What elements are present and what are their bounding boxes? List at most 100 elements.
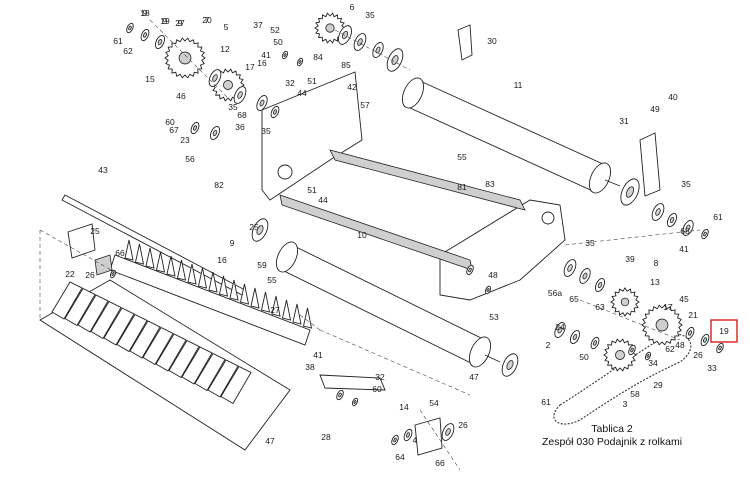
sprocket-hub xyxy=(325,23,335,33)
part-callout: 35 xyxy=(365,10,375,20)
bearing-bore xyxy=(703,337,707,343)
part-callout: 4 xyxy=(413,435,418,445)
frame-assembly xyxy=(261,71,566,301)
part-callout: 36 xyxy=(235,122,245,132)
stripper-plate xyxy=(77,294,109,333)
stripper-plates xyxy=(39,279,291,451)
frame-bearing-hole-right xyxy=(541,211,555,225)
bearings-and-washers xyxy=(96,22,724,446)
bearing-bore xyxy=(128,25,132,31)
caption-subtitle: Zespół 030 Podajnik z rolkami xyxy=(542,436,682,448)
part-callout: 64 xyxy=(395,452,405,462)
right-side-plate xyxy=(439,199,566,301)
bearing-bore xyxy=(157,38,163,46)
part-callout: 34 xyxy=(648,358,658,368)
part-callout: 19 xyxy=(160,16,170,26)
bearing-bore xyxy=(393,437,397,443)
part-callout: 62 xyxy=(665,344,675,354)
part-callout: 28 xyxy=(321,432,331,442)
bearing-bore xyxy=(256,225,264,235)
comb-tooth xyxy=(218,275,229,297)
part-callout: 47 xyxy=(265,436,275,446)
sprockets xyxy=(164,12,683,372)
comb-strip xyxy=(109,239,313,346)
part-callout: 33 xyxy=(707,363,717,373)
part-callout: 50 xyxy=(273,37,283,47)
part-callout: 23 xyxy=(180,135,190,145)
part-callout: 83 xyxy=(485,179,495,189)
lever-3 xyxy=(319,374,386,391)
part-callout: 16 xyxy=(217,255,227,265)
stripper-plate xyxy=(168,339,200,379)
part-callout: 9 xyxy=(230,238,235,248)
bearing-bore xyxy=(237,91,243,99)
part-callout: 61 xyxy=(713,212,723,222)
part-callout: 66 xyxy=(435,458,445,468)
part-callout: 26 xyxy=(458,420,468,430)
upper-roller-body xyxy=(407,79,606,193)
comb-tooth xyxy=(124,239,134,261)
bracket-25-bottom xyxy=(414,417,443,456)
part-callout: 26 xyxy=(693,350,703,360)
part-callout: 81 xyxy=(457,182,467,192)
bearing-bore xyxy=(212,74,218,82)
part-callout: 44 xyxy=(297,88,307,98)
part-callout: 27 xyxy=(270,305,280,315)
part-callout: 66 xyxy=(115,248,125,258)
part-callout: 41 xyxy=(313,350,323,360)
part-callout: 37 xyxy=(253,20,263,30)
bearing-bore xyxy=(582,272,588,280)
part-callout: 25 xyxy=(249,222,259,232)
bearing-bore xyxy=(111,272,115,276)
bearing-bore xyxy=(630,347,634,353)
stripper-plate xyxy=(181,346,213,385)
stripper-plate xyxy=(129,320,161,359)
comb-tooth xyxy=(155,251,166,273)
bracket-31 xyxy=(639,132,661,197)
upper-roller-end-right xyxy=(588,162,612,194)
part-callout: 45 xyxy=(679,294,689,304)
bearing-bore xyxy=(445,428,451,436)
comb-tooth xyxy=(187,263,197,285)
part-callout: 32 xyxy=(375,372,385,382)
bearing-bore xyxy=(298,60,302,64)
bearing-bore xyxy=(669,216,675,224)
part-callout: 49 xyxy=(650,104,660,114)
part-callout: 7 xyxy=(205,15,210,25)
part-callout: 17 xyxy=(663,302,673,312)
part-callout: 56 xyxy=(185,154,195,164)
part-callout: 52 xyxy=(270,25,280,35)
part-callout: 38 xyxy=(305,362,315,372)
part-callout: 3 xyxy=(623,399,628,409)
part-callout: 53 xyxy=(489,312,499,322)
bearing-bore xyxy=(703,231,707,237)
bearing-bore xyxy=(193,125,197,131)
sprocket-hub xyxy=(223,80,233,90)
part-callout: 43 xyxy=(98,165,108,175)
bearing-bore xyxy=(567,264,573,272)
caption-title: Tablica 2 xyxy=(591,423,633,435)
part-callout: 39 xyxy=(625,254,635,264)
part-callout: 8 xyxy=(654,258,659,268)
bearing-bore xyxy=(597,281,603,289)
sprocket-hub xyxy=(178,51,192,65)
part-callout: 55 xyxy=(457,152,467,162)
stripper-plate xyxy=(155,333,187,372)
comb-tooth xyxy=(250,287,260,309)
comb-tooth xyxy=(229,279,239,301)
part-callout: 24 xyxy=(555,322,565,332)
part-callout: 63 xyxy=(595,302,605,312)
bearing-bore xyxy=(646,354,650,358)
bearing-bore xyxy=(688,330,692,336)
part-callout: 60 xyxy=(165,117,175,127)
part-callout: 60 xyxy=(372,384,382,394)
comb-tooth xyxy=(166,255,176,277)
part-callout: 25 xyxy=(90,226,100,236)
part-callout: 26 xyxy=(85,270,95,280)
highlight-label: 19 xyxy=(719,326,729,336)
bracket-25-left xyxy=(67,223,96,259)
part-callout: 9 xyxy=(143,8,148,18)
bearing-bore xyxy=(338,392,342,398)
part-callout: 6 xyxy=(350,2,355,12)
